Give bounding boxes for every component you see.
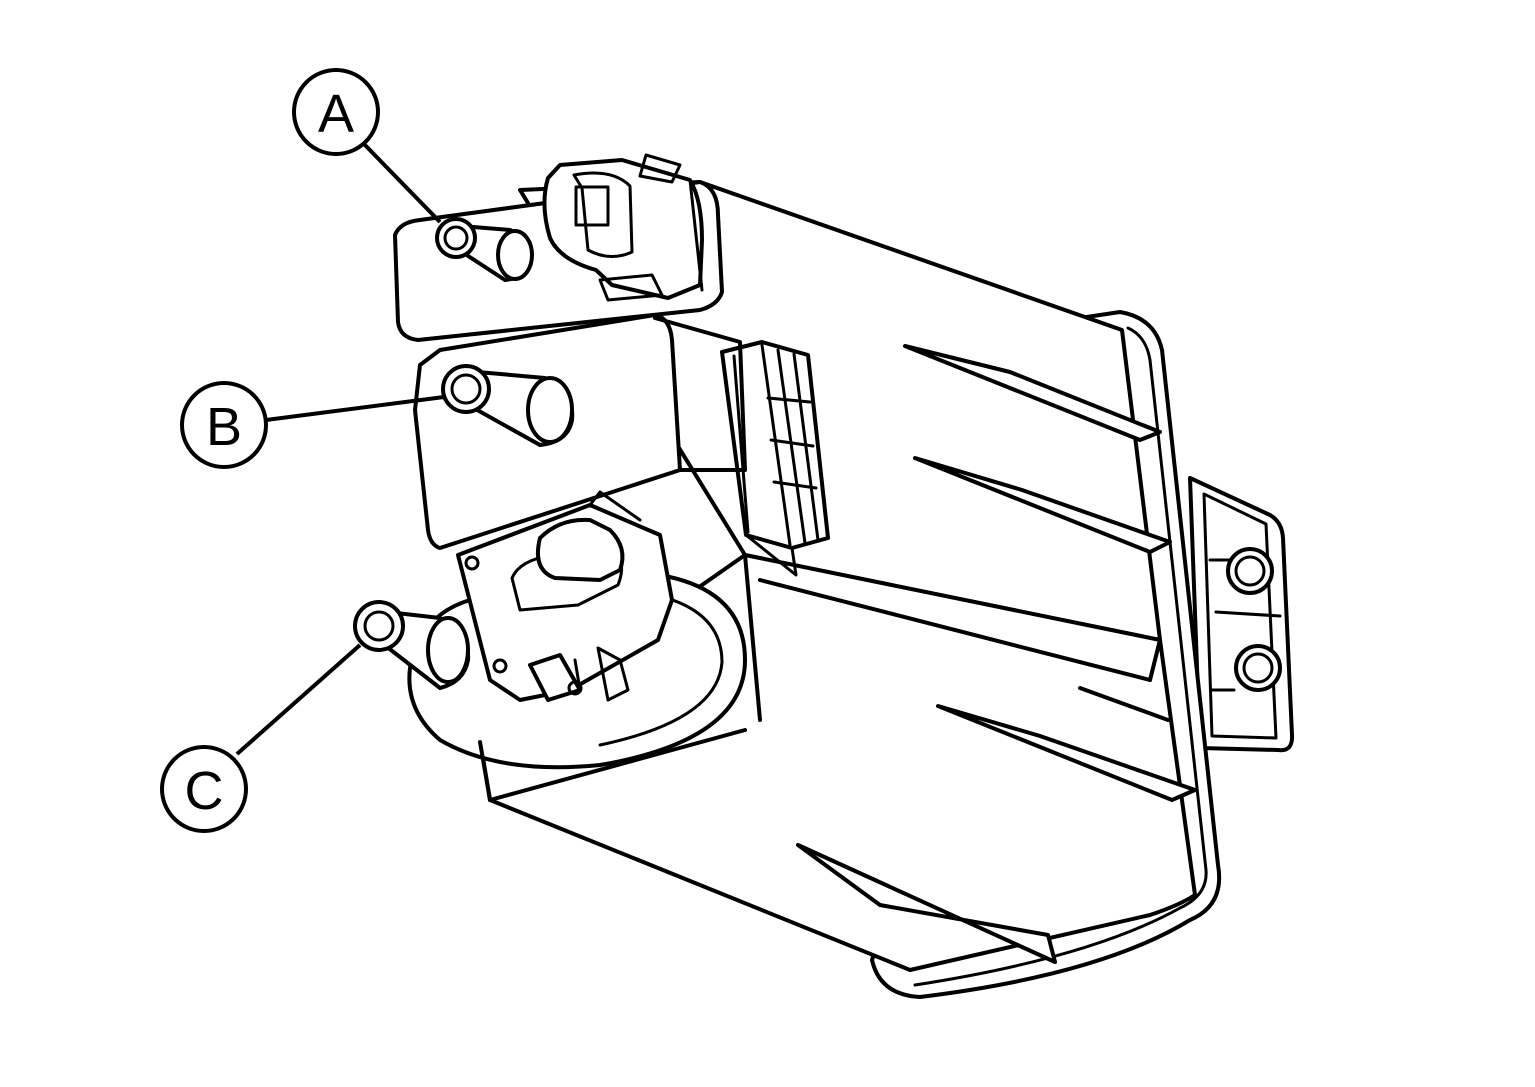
vent-grille bbox=[720, 340, 830, 577]
top-rib-1 bbox=[903, 344, 1162, 442]
callout-c: C bbox=[160, 745, 248, 833]
port-c bbox=[353, 600, 471, 690]
bolt-hole-lower bbox=[1234, 644, 1282, 692]
leader-line-c bbox=[235, 643, 362, 756]
callout-c-label: C bbox=[185, 761, 224, 821]
top-rib-2 bbox=[913, 456, 1172, 554]
bolt-hole-upper bbox=[1226, 547, 1274, 595]
mounting-bracket bbox=[1188, 476, 1295, 753]
port-b bbox=[441, 364, 575, 447]
callout-b: B bbox=[180, 381, 268, 469]
callout-b-label: B bbox=[206, 397, 242, 457]
callout-a: A bbox=[292, 68, 380, 156]
top-electrical-connector bbox=[542, 153, 704, 302]
leader-line-a bbox=[362, 142, 442, 224]
port-a bbox=[435, 217, 534, 282]
leader-line-b bbox=[265, 395, 445, 422]
side-rib-1 bbox=[936, 704, 1197, 802]
side-rib-2 bbox=[796, 843, 1057, 964]
solenoid-valve bbox=[456, 490, 674, 702]
callout-a-label: A bbox=[318, 84, 354, 144]
